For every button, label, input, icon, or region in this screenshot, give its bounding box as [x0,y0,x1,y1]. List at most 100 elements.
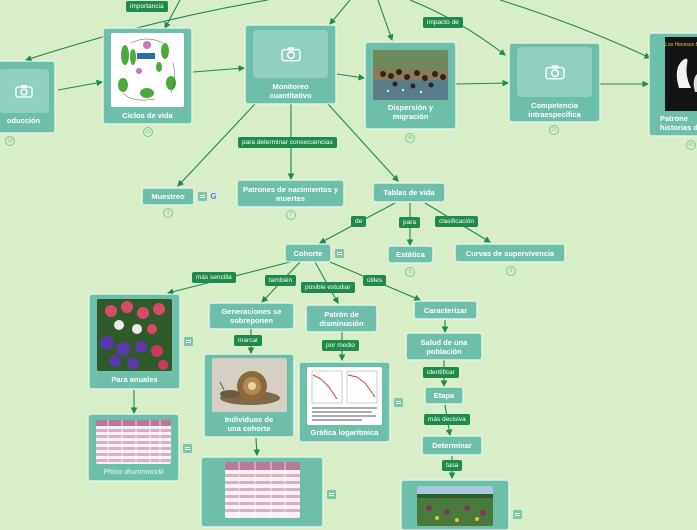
node-determinar[interactable]: Determinar [422,436,482,455]
life-table-image [96,419,171,464]
node-label: Cohorte [293,248,323,258]
camera-icon [544,64,565,79]
node-label: Caracterizar [423,305,468,315]
note-icon[interactable] [198,192,207,201]
edge [499,0,651,59]
count-badge: 40 [405,133,415,143]
node-label: Phlox drummondii [103,466,164,476]
count-badge: 21 [549,125,559,135]
note-icon[interactable] [183,444,192,453]
link-label-para: para [399,217,421,228]
node-label: Patrone historias d [660,114,697,132]
photo-placeholder [0,69,49,113]
node-phlox-drummondii[interactable]: Phlox drummondii [88,414,179,481]
node-grafica-logaritmica[interactable]: Gráfica logarítmica [299,362,390,442]
node-patrones-nacimientos-muertes[interactable]: Patrones de nacimientos y muertes [237,180,344,207]
count-badge: 9 [506,266,516,276]
note-icon[interactable] [327,490,336,499]
link-label-posible-estudiar: posible estudiar [301,282,355,293]
link-label-tambien: también [265,275,297,286]
node-ciclos-de-vida[interactable]: Ciclos de vida [103,28,192,124]
node-label: Competencia intraespecífica [528,100,581,119]
node-estatica[interactable]: Estática [388,246,433,263]
edge [177,103,256,187]
camera-icon [14,85,33,98]
google-icon[interactable]: G [210,192,217,201]
node-dispersion-migracion[interactable]: Dispersión y migración [365,42,456,129]
edge [327,103,399,182]
note-icon[interactable] [184,337,193,346]
node-patron-disminucion[interactable]: Patrón de disminución [306,305,377,332]
node-caracterizar[interactable]: Caracterizar [414,301,477,319]
node-label: Ciclos de vida [122,110,173,120]
log-graph-image [307,367,382,425]
link-label-utiles: útiles [363,275,387,286]
phlox-flowers-photo [97,299,172,371]
link-label-de: de [351,216,367,227]
link-label-mas-decisiva: más decisiva [424,414,470,425]
link-label-marcar: marcar [234,335,263,346]
link-label-clasificacion: clasificación [435,216,479,227]
photo-placeholder [253,29,328,78]
node-patrones-historias[interactable]: Los Hecesos Bruno Patrone historias d [649,33,697,136]
node-salud-poblacion[interactable]: Salud de una población [406,333,482,360]
node-field-photo[interactable] [401,480,509,530]
node-label: Curvas de supervivencia [465,248,555,258]
edge [24,0,269,62]
life-table-image [224,462,300,518]
node-etapa[interactable]: Etapa [425,387,463,404]
note-icon[interactable] [394,398,403,407]
node-tablas-de-vida[interactable]: Tablas de vida [373,183,445,202]
node-label: Estática [396,250,425,259]
link-label-por-medio: por medio [322,340,359,351]
node-label: Patrones de nacimientos y muertes [242,184,339,203]
link-label-identificar: identificar [423,367,459,378]
node-label: oducción [6,116,41,125]
node-curvas-supervivencia[interactable]: Curvas de supervivencia [455,244,565,262]
edge [253,437,260,457]
node-label: Gráfica logarítmica [310,428,379,437]
node-muestreo[interactable]: Muestreo [142,188,194,205]
edge [336,73,366,81]
node-label: Tablas de vida [383,188,435,197]
count-badge: 8 [405,267,415,277]
node-label: Individuos de una cohorte [224,415,274,433]
edge [377,0,394,42]
node-individuos-cohorte[interactable]: Individuos de una cohorte [204,354,294,437]
link-label-para-determinar: para determinar consecuencias [238,137,337,148]
camera-icon [280,46,301,61]
link-label-importancia: importancia [126,1,168,12]
node-label: Determinar [432,441,472,450]
node-cohorte[interactable]: Cohorte [285,244,331,262]
node-life-table-cohort[interactable] [201,457,323,527]
node-label: Monitoreo cuantitativo [269,81,312,100]
edge [455,79,510,87]
note-icon[interactable] [513,510,522,519]
node-competencia-intraespecifica[interactable]: Competencia intraespecífica [509,43,600,122]
edge [164,0,181,29]
link-label-tasa: tasa [442,460,463,471]
egret-illustration [676,58,697,92]
count-badge: 43 [686,140,696,150]
node-monitoreo-cuantitativo[interactable]: Monitoreo cuantitativo [245,25,336,104]
count-badge: 18 [5,136,15,146]
count-badge: 3 [163,208,173,218]
node-para-anuales[interactable]: Para anuales [89,294,180,389]
edge [192,65,246,73]
wildebeest-migration-photo [373,50,448,100]
book-cover-title: Los Hecesos Bruno [665,42,697,48]
node-label: Patrón de disminución [319,309,364,328]
field-crop-photo [417,486,493,526]
life-cycle-diagram-image [111,32,184,107]
edge [57,79,104,91]
node-label: Etapa [433,391,455,400]
node-generaciones-sobreponen[interactable]: Generaciones se sobreponen [209,303,294,329]
count-badge: 7 [286,210,296,220]
node-label: Muestreo [151,192,185,201]
book-cover-image: Los Hecesos Bruno [665,37,697,111]
link-label-impacto: impacto de [423,17,463,28]
node-label: Salud de una población [420,337,468,356]
node-label: Generaciones se sobreponen [221,307,282,325]
note-icon[interactable] [335,249,344,258]
node-produccion[interactable]: oducción [0,61,55,133]
